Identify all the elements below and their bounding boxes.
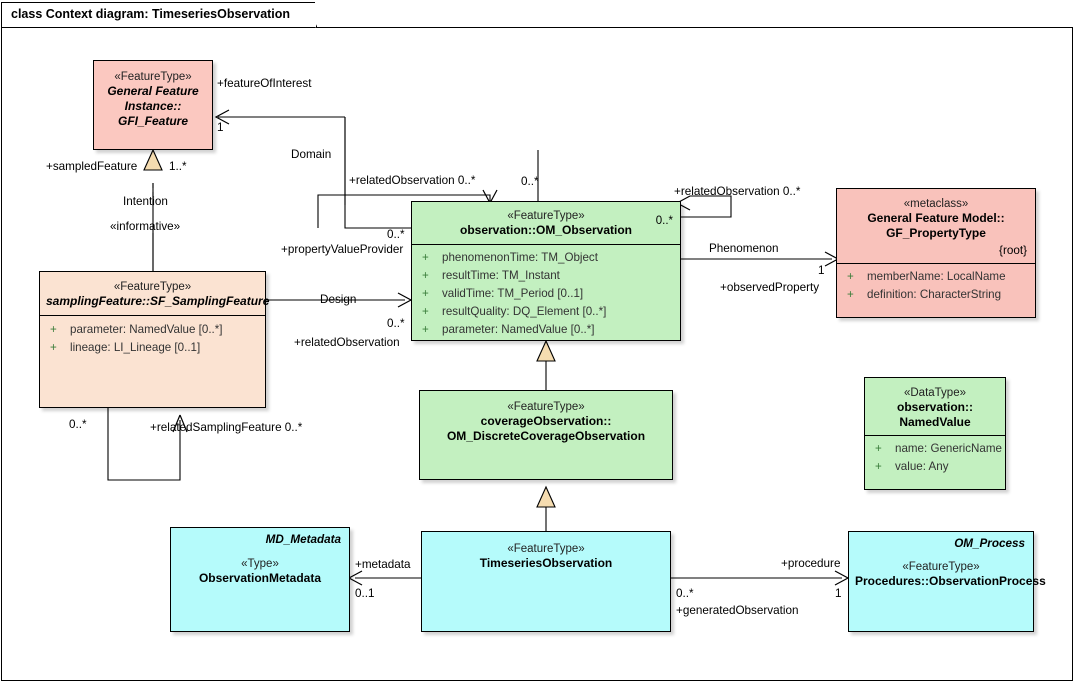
class-observation-metadata-tag: MD_Metadata	[265, 533, 341, 546]
class-om-observation-stereotype: «FeatureType»	[507, 210, 585, 222]
page-title: class Context diagram: TimeseriesObserva…	[11, 7, 291, 21]
visibility-public: +	[875, 460, 882, 474]
attribute-row: + resultQuality: DQ_Element [0..*]	[418, 303, 676, 321]
label-procedure: +procedure	[781, 557, 841, 570]
label-top-multiplicity: 0..*	[521, 175, 539, 188]
attribute-row: + lineage: LI_Lineage [0..1]	[46, 339, 261, 357]
attribute-text: name: GenericName	[895, 442, 1002, 456]
visibility-public: +	[50, 323, 57, 337]
visibility-public: +	[50, 341, 57, 355]
visibility-public: +	[875, 442, 882, 456]
class-coverage-observation-name-1: coverageObservation::	[480, 414, 612, 429]
label-phenomenon: Phenomenon	[709, 242, 779, 255]
diagram-frame	[1, 27, 1073, 681]
class-om-observation-name: observation::OM_Observation	[459, 223, 633, 238]
class-observation-metadata-stereotype: «Type»	[241, 558, 279, 570]
class-gfi-feature-stereotype: «FeatureType»	[114, 71, 192, 83]
attribute-text: resultQuality: DQ_Element [0..*]	[442, 305, 607, 319]
class-gf-propertytype-constraint: {root}	[999, 244, 1027, 258]
label-related-observation-design: +relatedObservation	[294, 336, 400, 349]
label-generated-observation: +generatedObservation	[676, 604, 799, 617]
class-sampling-feature-name: samplingFeature::SF_SamplingFeature	[46, 294, 270, 309]
visibility-public: +	[422, 251, 429, 265]
attribute-text: resultTime: TM_Instant	[442, 269, 560, 283]
class-timeseries-observation-name: TimeseriesObservation	[479, 556, 613, 571]
attribute-row: + name: GenericName	[871, 440, 1002, 458]
label-metadata-multiplicity: 0..1	[355, 587, 375, 600]
attribute-row: + memberName: LocalName	[843, 268, 1031, 286]
class-observation-process[interactable]: OM_Process «FeatureType» Procedures::Obs…	[848, 531, 1046, 632]
attribute-text: definition: CharacterString	[867, 287, 1002, 301]
attribute-row: + parameter: NamedValue [0..*]	[418, 321, 676, 339]
class-timeseries-observation-stereotype: «FeatureType»	[507, 543, 585, 555]
attribute-row: + phenomenonTime: TM_Object	[418, 249, 676, 267]
label-property-value-provider-multiplicity: 0..*	[387, 228, 405, 241]
label-feature-of-interest: +featureOfInterest	[217, 77, 312, 90]
label-domain: Domain	[291, 148, 332, 161]
label-related-observation-right: +relatedObservation 0..*	[674, 185, 801, 198]
class-observation-process-tag: OM_Process	[954, 537, 1025, 550]
class-gfi-feature-name-2: Instance::	[124, 99, 182, 114]
attribute-row: + validTime: TM_Period [0..1]	[418, 285, 676, 303]
label-intention: Intention	[123, 195, 168, 208]
label-sampling-self-multiplicity: 0..*	[69, 418, 87, 431]
class-observation-metadata[interactable]: MD_Metadata «Type» ObservationMetadata	[170, 527, 350, 632]
attribute-row: + resultTime: TM_Instant	[418, 267, 676, 285]
label-sampled-feature-multiplicity: 1..*	[169, 160, 187, 173]
class-om-observation-multiplicity: 0..*	[655, 215, 673, 227]
label-generated-observation-multiplicity: 0..*	[676, 587, 694, 600]
visibility-public: +	[422, 269, 429, 283]
class-gf-propertytype-name-1: General Feature Model::	[867, 211, 1005, 226]
visibility-public: +	[422, 305, 429, 319]
class-observation-process-stereotype: «FeatureType»	[902, 561, 980, 573]
visibility-public: +	[847, 287, 854, 301]
visibility-public: +	[847, 270, 854, 283]
class-observation-metadata-name: ObservationMetadata	[198, 571, 322, 586]
attribute-text: memberName: LocalName	[867, 270, 1006, 283]
label-observed-property: +observedProperty	[720, 281, 820, 294]
class-gf-propertytype[interactable]: «metaclass» General Feature Model:: GF_P…	[836, 188, 1036, 318]
attribute-text: value: Any	[895, 460, 949, 474]
class-gf-propertytype-name-2: GF_PropertyType	[886, 226, 986, 241]
class-observation-process-name: Procedures::ObservationProcess	[855, 574, 1046, 589]
attribute-row: + definition: CharacterString	[843, 286, 1031, 304]
label-feature-of-interest-multiplicity: 1	[217, 121, 224, 134]
label-observed-property-multiplicity: 1	[818, 264, 825, 277]
class-gf-propertytype-stereotype: «metaclass»	[903, 198, 969, 210]
label-sampled-feature: +sampledFeature	[46, 160, 138, 173]
label-related-sampling-feature: +relatedSamplingFeature 0..*	[150, 421, 303, 434]
class-coverage-observation-name-2: OM_DiscreteCoverageObservation	[446, 429, 646, 444]
visibility-public: +	[422, 287, 429, 301]
label-informative: «informative»	[110, 220, 181, 233]
class-gfi-feature-name-3: GFI_Feature	[117, 114, 189, 129]
attribute-text: parameter: NamedValue [0..*]	[442, 323, 595, 337]
class-named-value-stereotype: «DataType»	[903, 387, 966, 399]
class-named-value-name-1: observation::	[896, 400, 973, 415]
label-design-multiplicity: 0..*	[387, 317, 405, 330]
class-gfi-feature-name-1: General Feature	[107, 84, 199, 99]
attribute-text: lineage: LI_Lineage [0..1]	[70, 341, 201, 355]
label-property-value-provider: +propertyValueProvider	[281, 243, 404, 256]
attribute-row: + parameter: NamedValue [0..*]	[46, 321, 261, 339]
label-metadata: +metadata	[355, 558, 411, 571]
class-sampling-feature[interactable]: «FeatureType» samplingFeature::SF_Sampli…	[39, 271, 270, 408]
class-named-value-name-2: NamedValue	[899, 415, 971, 430]
attribute-text: validTime: TM_Period [0..1]	[442, 287, 584, 301]
class-coverage-observation[interactable]: «FeatureType» coverageObservation:: OM_D…	[419, 390, 673, 480]
class-named-value[interactable]: «DataType» observation:: NamedValue + nam…	[864, 377, 1006, 490]
class-sampling-feature-stereotype: «FeatureType»	[113, 281, 192, 293]
class-coverage-observation-stereotype: «FeatureType»	[507, 401, 585, 413]
attribute-text: phenomenonTime: TM_Object	[442, 251, 598, 265]
attribute-row: + value: Any	[871, 458, 1001, 476]
visibility-public: +	[422, 323, 429, 337]
attribute-text: parameter: NamedValue [0..*]	[70, 323, 223, 337]
diagram-title-tab: class Context diagram: TimeseriesObserva…	[1, 2, 330, 28]
class-gfi-feature[interactable]: «FeatureType» General Feature Instance::…	[93, 60, 213, 150]
label-design: Design	[320, 293, 357, 306]
class-om-observation[interactable]: «FeatureType» observation::OM_Observatio…	[411, 201, 681, 341]
label-procedure-multiplicity: 1	[835, 587, 842, 600]
label-related-observation-left: +relatedObservation 0..*	[349, 174, 476, 187]
class-timeseries-observation[interactable]: «FeatureType» TimeseriesObservation	[421, 531, 671, 632]
